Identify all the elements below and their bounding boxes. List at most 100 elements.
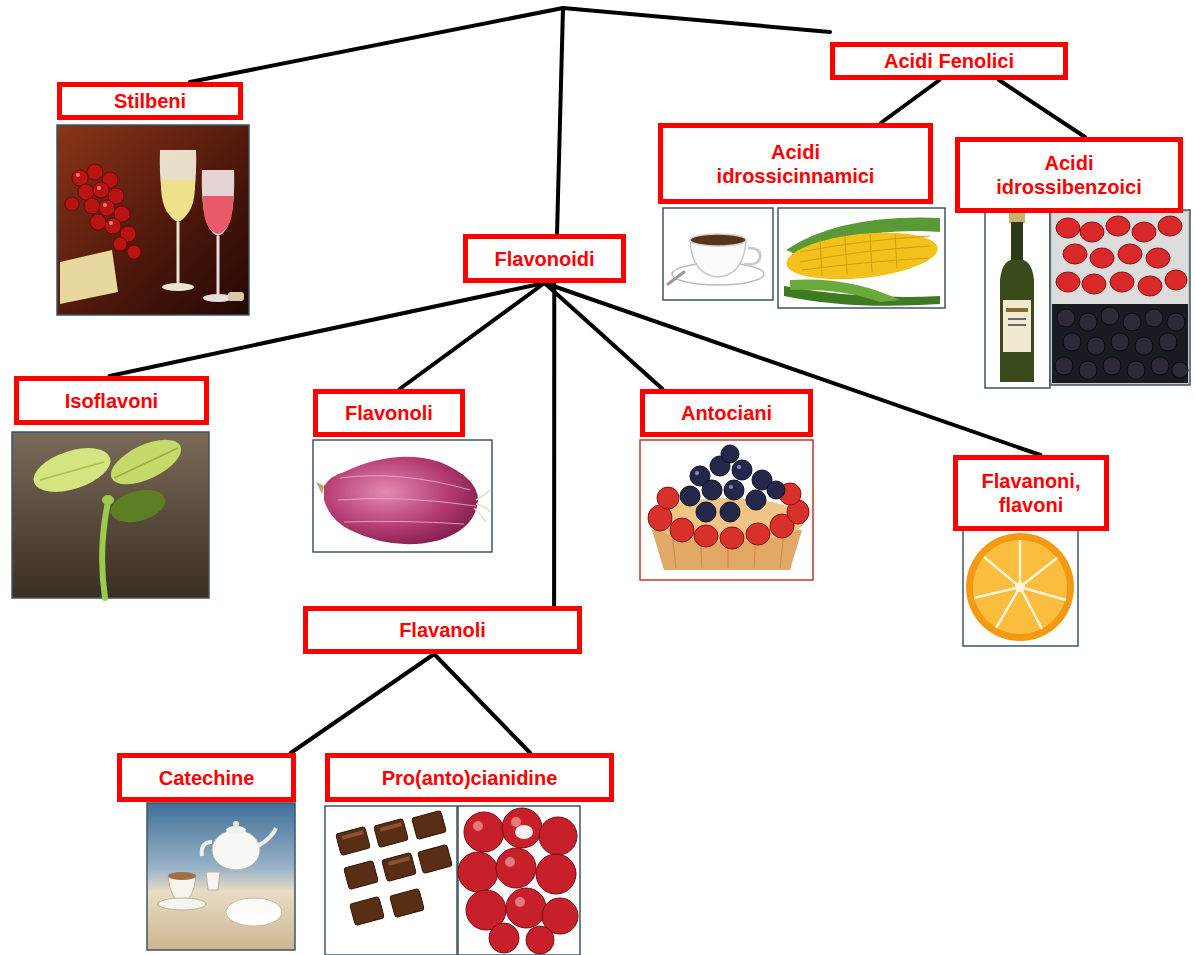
fruit-tart-picture xyxy=(737,465,741,469)
chocolate-picture xyxy=(325,806,457,955)
berries-picture xyxy=(1135,337,1153,355)
fruit-tart-picture xyxy=(720,502,740,522)
berries-picture xyxy=(1063,333,1081,351)
category-label: Flavanoni, flavoni xyxy=(964,469,1098,517)
berries-picture xyxy=(1079,361,1097,379)
chocolate-picture xyxy=(390,888,425,917)
apples-picture xyxy=(539,817,577,855)
orange-picture xyxy=(966,533,1074,641)
wine-grapes-picture xyxy=(103,203,107,207)
category-label: Flavonoidi xyxy=(495,247,595,271)
corn-picture xyxy=(784,226,940,286)
category-label: Stilbeni xyxy=(114,89,186,113)
orange-picture xyxy=(963,528,1078,646)
apples-picture xyxy=(489,923,519,953)
corn-picture xyxy=(895,234,897,268)
chocolate-picture xyxy=(350,896,385,925)
coffee-cup-picture xyxy=(663,208,773,300)
fruit-tart-picture xyxy=(640,440,813,580)
coffee-cup-picture xyxy=(663,208,773,300)
fruit-tart-picture xyxy=(702,480,722,500)
berries-picture xyxy=(1151,357,1169,375)
chocolate-picture xyxy=(382,852,417,881)
category-box: Flavonoli xyxy=(313,389,465,437)
chocolate-picture xyxy=(342,830,364,840)
wine-grapes-picture xyxy=(203,196,233,234)
berries-picture xyxy=(1056,272,1080,292)
fruit-tart-picture xyxy=(670,518,694,542)
wine-grapes-picture xyxy=(202,170,234,236)
apples-picture xyxy=(496,848,536,888)
berries-picture xyxy=(1127,361,1145,379)
wine-grapes-picture xyxy=(162,283,194,291)
orange-picture xyxy=(984,557,1020,587)
category-label: Acidi Fenolici xyxy=(884,49,1014,73)
wine-grapes-picture xyxy=(90,214,106,230)
category-box: Acidi idrossicinnamici xyxy=(658,123,933,204)
tea-set-picture xyxy=(206,872,220,890)
fruit-tart-picture xyxy=(640,440,813,580)
sprout-picture xyxy=(102,502,108,598)
fruit-tart-picture xyxy=(680,486,700,506)
berries-picture xyxy=(1145,309,1163,327)
tree-branch-line xyxy=(291,654,435,753)
berries-picture xyxy=(1101,307,1119,325)
apples-picture xyxy=(505,857,515,867)
chocolate-picture xyxy=(418,844,453,873)
orange-picture xyxy=(974,540,1066,629)
category-box: Acidi Fenolici xyxy=(830,42,1068,80)
sprout-picture xyxy=(12,432,209,598)
tree-branch-line xyxy=(434,654,530,753)
corn-picture xyxy=(820,240,822,276)
fruit-tart-picture xyxy=(724,480,744,500)
tree-root-lines xyxy=(563,8,830,32)
fruit-tart-picture xyxy=(657,487,679,509)
wine-grapes-picture xyxy=(99,200,115,216)
sprout-picture xyxy=(104,431,187,494)
orange-picture xyxy=(1019,540,1022,587)
apples-picture xyxy=(473,821,483,831)
category-box: Flavanoni, flavoni xyxy=(953,455,1109,531)
berries-picture xyxy=(1165,270,1187,290)
apples-picture xyxy=(458,806,580,955)
chocolate-picture xyxy=(342,822,410,866)
onion-picture xyxy=(338,498,476,506)
tea-set-picture xyxy=(232,899,276,913)
category-box: Antociani xyxy=(640,389,813,437)
berries-picture xyxy=(1063,244,1087,264)
apples-picture xyxy=(458,852,498,892)
wine-grapes-picture xyxy=(177,222,180,285)
wine-grapes-picture xyxy=(76,173,113,225)
wine-grapes-picture xyxy=(97,186,101,190)
wine-grapes-picture xyxy=(57,125,249,315)
tea-set-picture xyxy=(233,821,239,827)
chocolate-picture xyxy=(412,810,447,839)
apples-picture xyxy=(458,808,578,954)
chocolate-picture xyxy=(336,826,371,855)
corn-picture xyxy=(800,236,930,252)
berries-picture xyxy=(1056,216,1187,296)
category-box: Flavonoidi xyxy=(463,234,626,283)
tree-branch-line xyxy=(545,283,1041,455)
oil-bottle-picture xyxy=(1008,318,1026,320)
tea-set-picture xyxy=(147,803,295,950)
tree-branch-line xyxy=(552,283,556,606)
apples-picture xyxy=(458,806,580,955)
category-box: Pro(anto)cianidine xyxy=(325,753,614,802)
tea-set-picture xyxy=(147,803,295,950)
category-label: Acidi idrossibenzoici xyxy=(982,151,1157,199)
berries-picture xyxy=(1123,313,1141,331)
berries-picture xyxy=(1158,216,1182,236)
oil-bottle-picture xyxy=(1006,308,1028,312)
berries-picture xyxy=(1055,357,1073,375)
category-box: Isoflavoni xyxy=(14,376,209,425)
onion-picture xyxy=(476,504,490,512)
berries-picture xyxy=(1050,210,1190,385)
onion-picture xyxy=(476,490,490,500)
berries-picture xyxy=(1146,248,1170,268)
oil-bottle-picture xyxy=(1011,222,1023,262)
wine-grapes-picture xyxy=(160,150,196,222)
apples-picture xyxy=(506,888,546,928)
berries-picture xyxy=(1138,276,1162,296)
berries-picture xyxy=(1132,222,1156,242)
